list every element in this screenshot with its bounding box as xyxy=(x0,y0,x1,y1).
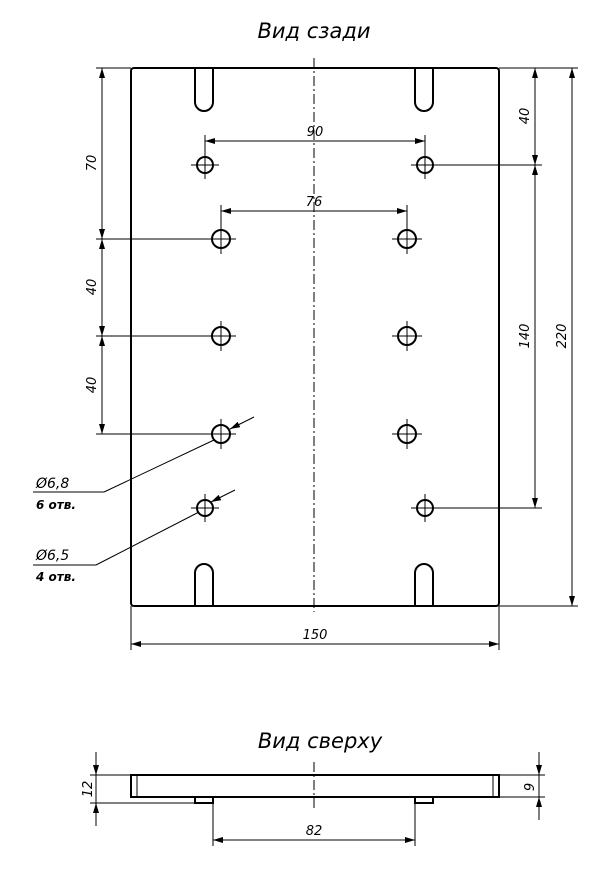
dimension-left-chain xyxy=(96,67,210,435)
callout-large-count: 6 отв. xyxy=(36,498,76,512)
dim-70: 70 xyxy=(85,155,100,172)
hole-large xyxy=(392,321,422,351)
dim-9: 9 xyxy=(523,783,538,791)
slot-bottom-left xyxy=(194,563,214,606)
dimension-82 xyxy=(212,803,416,846)
dimension-150 xyxy=(130,606,500,650)
hole-large xyxy=(206,321,236,351)
dim-150: 150 xyxy=(303,628,328,643)
slot-top-left xyxy=(194,68,214,112)
top-view-profile xyxy=(130,774,500,804)
dim-82: 82 xyxy=(306,824,323,839)
hole-large xyxy=(206,419,236,449)
slot-top-right xyxy=(414,68,434,112)
dimension-76 xyxy=(220,205,408,230)
dimension-12 xyxy=(90,752,195,826)
dim-40-left-lower: 40 xyxy=(85,377,100,394)
dim-40-right: 40 xyxy=(518,108,533,125)
dim-90: 90 xyxy=(307,125,324,140)
dim-220: 220 xyxy=(555,324,570,349)
dim-140: 140 xyxy=(518,324,533,349)
dimension-9 xyxy=(499,752,545,820)
plate-outline xyxy=(130,67,500,607)
top-view-title: Вид сверху xyxy=(258,729,383,753)
dim-12: 12 xyxy=(81,781,96,798)
hole-small xyxy=(191,494,219,522)
hole-large xyxy=(392,419,422,449)
dim-76: 76 xyxy=(306,195,323,210)
leader-large-holes xyxy=(33,416,255,493)
dimension-right-chain xyxy=(433,67,578,607)
dimension-90 xyxy=(204,135,426,157)
callout-small-count: 4 отв. xyxy=(35,570,76,584)
callout-small-diameter: Ø6,5 xyxy=(35,548,69,564)
dim-40-left-upper: 40 xyxy=(85,279,100,296)
back-view-title: Вид сзади xyxy=(258,19,371,43)
slot-bottom-right xyxy=(414,563,434,606)
callout-large-diameter: Ø6,8 xyxy=(35,476,69,492)
leader-small-holes xyxy=(33,489,236,566)
hole-large xyxy=(392,224,422,254)
